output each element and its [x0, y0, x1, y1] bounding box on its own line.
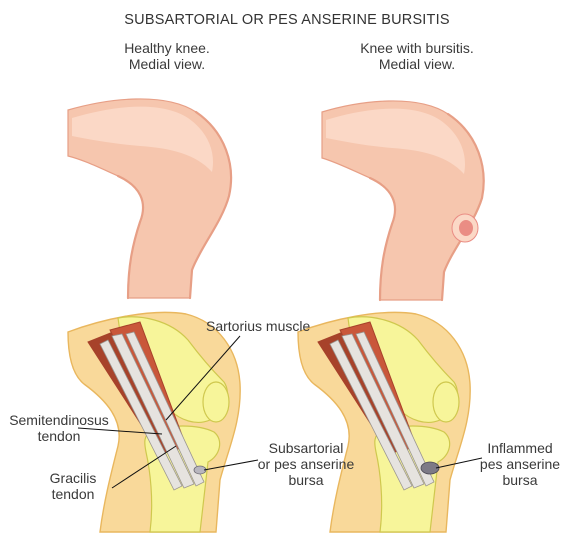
inflamed-anatomy	[297, 311, 471, 533]
leader-lines	[77, 335, 483, 489]
leader-gracilis	[111, 445, 177, 489]
inflamed-tendon-3	[329, 339, 413, 491]
healthy-tendon-2	[125, 331, 205, 487]
leader-semitendinosus	[77, 427, 163, 435]
healthy-knee-crease	[116, 174, 145, 300]
label-subsartorial-line3: bursa	[288, 472, 324, 488]
label-semitendinosus-line1: Semitendinosus	[9, 412, 109, 428]
healthy-anatomy	[67, 311, 241, 533]
bursitis-panel-caption: Knee with bursitis. Medial view.	[312, 40, 522, 72]
bursitis-knee-highlight	[326, 108, 465, 174]
label-subsartorial-line1: Subsartorial	[268, 440, 344, 456]
healthy-caption-line2: Medial view.	[128, 56, 206, 72]
healthy-patella	[202, 381, 230, 423]
label-gracilis-tendon: Gracilis tendon	[28, 470, 118, 502]
label-sartorius-muscle: Sartorius muscle	[206, 318, 311, 334]
inflamed-swelling-core	[459, 220, 473, 236]
inflamed-tendon-1	[341, 333, 425, 489]
bursitis-caption-line2: Medial view.	[378, 56, 456, 72]
healthy-knee-highlight	[72, 106, 213, 172]
leader-inflamed	[435, 457, 483, 469]
label-inflamed-line1: Inflammed	[487, 440, 553, 456]
label-inflamed-bursa: Inflammed pes anserine bursa	[468, 440, 572, 488]
label-semitendinosus-line2: tendon	[37, 428, 81, 444]
label-semitendinosus-tendon: Semitendinosus tendon	[4, 412, 114, 444]
diagram-title: SUBSARTORIAL OR PES ANSERINE BURSITIS	[124, 12, 450, 28]
label-subsartorial-line2: or pes anserine	[257, 456, 355, 472]
healthy-caption-line1: Healthy knee.	[124, 40, 210, 56]
leader-sartorius	[165, 335, 241, 421]
leader-subsartorial	[203, 459, 259, 471]
inflamed-patella	[432, 381, 460, 423]
label-inflamed-line2: pes anserine	[479, 456, 561, 472]
healthy-panel-caption: Healthy knee. Medial view.	[72, 40, 262, 72]
label-subsartorial-bursa: Subsartorial or pes anserine bursa	[246, 440, 366, 488]
bursitis-knee-crease	[368, 176, 397, 302]
bursitis-knee-shadow	[440, 112, 485, 302]
bursitis-caption-line1: Knee with bursitis.	[360, 40, 474, 56]
healthy-tendon-3	[99, 339, 183, 491]
label-gracilis-line2: tendon	[51, 486, 95, 502]
bursitis-knee-skin	[321, 100, 485, 302]
healthy-tendon-1	[111, 333, 195, 489]
inflamed-bursa	[420, 461, 440, 475]
inflamed-tendon-2	[355, 331, 435, 487]
healthy-knee-skin	[67, 98, 233, 300]
label-gracilis-line1: Gracilis	[49, 470, 97, 486]
label-inflamed-line3: bursa	[502, 472, 538, 488]
healthy-knee-shadow	[188, 110, 233, 300]
